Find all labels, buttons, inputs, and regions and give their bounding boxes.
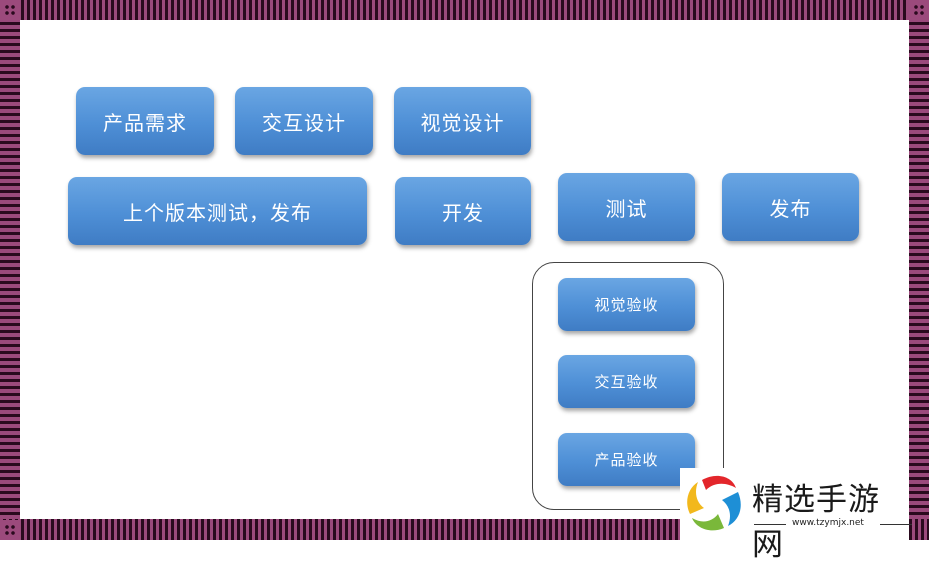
pinwheel-logo-icon — [687, 475, 741, 531]
node-label: 视觉验收 — [594, 296, 659, 314]
node-product-acceptance: 产品验收 — [558, 433, 695, 486]
node-interaction-design: 交互设计 — [235, 87, 373, 155]
node-label: 开发 — [442, 200, 484, 225]
node-previous-version-test-release: 上个版本测试，发布 — [68, 177, 367, 245]
node-visual-design: 视觉设计 — [394, 87, 531, 155]
node-testing: 测试 — [558, 173, 695, 241]
watermark-url: www.tzymjx.net — [752, 518, 912, 528]
node-label: 交互设计 — [262, 110, 346, 135]
node-label: 视觉设计 — [420, 110, 505, 135]
node-label: 测试 — [605, 196, 648, 221]
node-interaction-acceptance: 交互验收 — [558, 355, 695, 408]
node-visual-acceptance: 视觉验收 — [558, 278, 695, 331]
node-product-requirements: 产品需求 — [76, 87, 214, 155]
node-release: 发布 — [722, 173, 859, 241]
frame-corner — [0, 520, 20, 540]
watermark-logo: 精选手游网 www.tzymjx.net — [680, 468, 912, 563]
node-label: 上个版本测试，发布 — [123, 200, 312, 225]
frame-corner — [909, 0, 929, 20]
node-label: 产品验收 — [594, 451, 659, 469]
node-development: 开发 — [395, 177, 531, 245]
frame-border-left — [0, 20, 20, 519]
node-label: 发布 — [769, 196, 812, 221]
node-label: 交互验收 — [594, 373, 659, 391]
frame-border-right — [909, 20, 929, 519]
node-label: 产品需求 — [103, 110, 187, 135]
frame-corner — [0, 0, 20, 20]
frame-border-top — [0, 0, 929, 20]
